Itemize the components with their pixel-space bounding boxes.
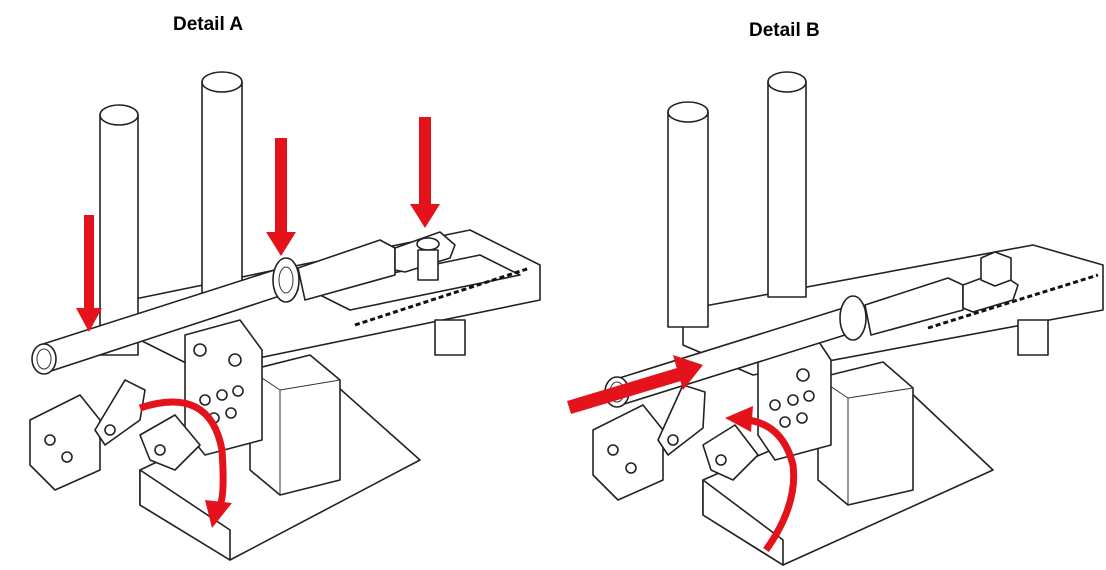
flange-ring <box>839 295 867 341</box>
clamp-lever <box>657 384 706 456</box>
plate-hole <box>779 416 791 428</box>
eye-hole <box>416 237 440 251</box>
post-right-top <box>767 71 807 93</box>
clamp-pin <box>715 454 727 466</box>
plate-hole <box>199 394 211 406</box>
down-arrow-left <box>76 215 102 332</box>
center-block <box>249 354 341 496</box>
clamp-pin <box>667 434 679 446</box>
post-right-top <box>201 71 243 93</box>
adjust-screw <box>228 353 242 367</box>
plate-hole <box>216 389 228 401</box>
detail-b-title: Detail B <box>749 20 820 41</box>
plate-hole <box>787 394 799 406</box>
clamp-pin <box>607 444 619 456</box>
clamp-lever <box>94 379 146 446</box>
detail-a-drawing <box>29 71 541 561</box>
measuring-scale <box>354 266 531 327</box>
post-left-top <box>667 101 709 123</box>
locating-pin <box>417 249 439 281</box>
plate-hole <box>769 399 781 411</box>
plate-hole <box>225 407 237 419</box>
clamp-body <box>29 394 101 491</box>
push-arrow <box>567 355 703 414</box>
rotate-down-arrow <box>138 398 232 528</box>
adjust-screw <box>193 343 207 357</box>
rail-foot <box>1017 319 1049 356</box>
adjust-screw <box>796 368 810 382</box>
clamp-body <box>592 404 664 501</box>
down-arrow-right <box>410 117 440 228</box>
down-arrow-middle <box>266 138 296 256</box>
clamp-handle <box>702 424 759 481</box>
rail-foot <box>434 319 466 356</box>
clamp-pin <box>44 434 56 446</box>
post-right <box>201 81 243 298</box>
adjustment-plate <box>184 319 263 456</box>
plate-hole <box>803 390 815 402</box>
detail-a-title: Detail A <box>173 14 244 35</box>
plate-hole <box>232 385 244 397</box>
post-left-top <box>99 104 139 126</box>
clamp-pin <box>104 424 116 436</box>
clamp-handle <box>139 414 201 471</box>
base-plate-side <box>139 469 231 561</box>
post-left <box>667 111 709 328</box>
post-right <box>767 81 807 298</box>
rotate-up-arrow <box>725 406 798 553</box>
detail-b-drawing <box>567 71 1104 566</box>
clamp-pin <box>154 444 166 456</box>
clamp-pin <box>61 451 73 463</box>
tube-end <box>31 343 57 375</box>
flange-ring <box>272 257 300 303</box>
hex-nut <box>980 251 1012 287</box>
clamp-pin <box>625 462 637 474</box>
base-plate-side <box>702 479 784 566</box>
plate-hole <box>796 412 808 424</box>
measuring-scale <box>927 273 1099 330</box>
center-block <box>817 361 914 506</box>
